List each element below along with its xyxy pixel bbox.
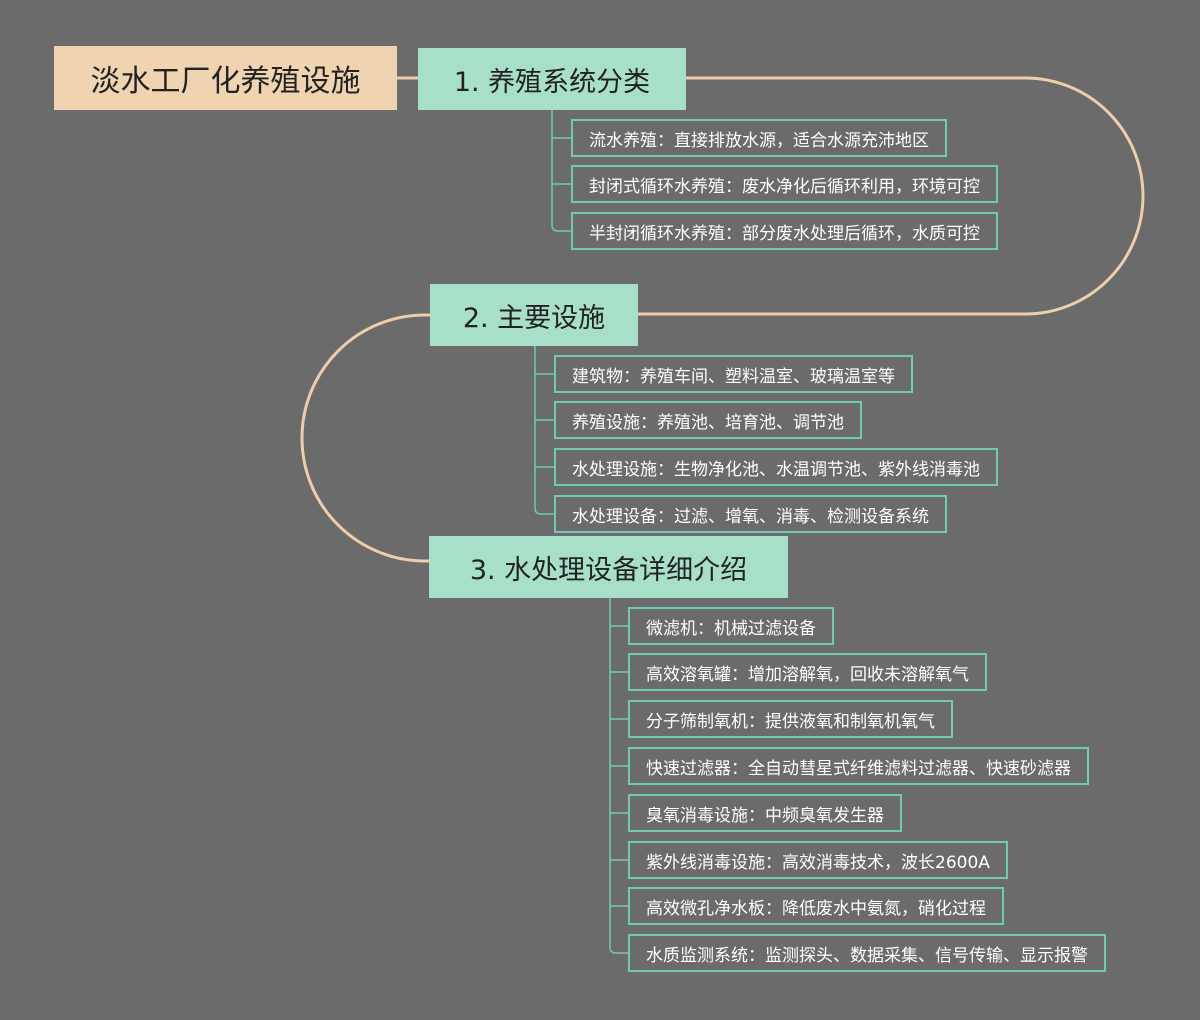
branch-2-item-2[interactable]: 养殖设施：养殖池、培育池、调节池 (554, 401, 862, 439)
branch-3-topic[interactable]: 3. 水处理设备详细介绍 (429, 536, 788, 598)
branch-1-item-1[interactable]: 流水养殖：直接排放水源，适合水源充沛地区 (571, 119, 947, 157)
branch-1-item-3[interactable]: 半封闭循环水养殖：部分废水处理后循环，水质可控 (571, 212, 998, 250)
branch-3-item-1[interactable]: 微滤机：机械过滤设备 (628, 607, 834, 645)
curve-connector-2-3 (300, 313, 430, 563)
branch-3-item-4[interactable]: 快速过滤器：全自动彗星式纤维滤料过滤器、快速砂滤器 (628, 747, 1089, 785)
branch-2-tree-lines (534, 346, 554, 515)
branch-1-tree-lines (551, 109, 571, 232)
branch-3-item-7[interactable]: 高效微孔净水板：降低废水中氨氮，硝化过程 (628, 887, 1004, 925)
branch-2-topic[interactable]: 2. 主要设施 (430, 284, 638, 346)
branch-3-item-3[interactable]: 分子筛制氧机：提供液氧和制氧机氧气 (628, 700, 953, 738)
branch-2-item-1[interactable]: 建筑物：养殖车间、塑料温室、玻璃温室等 (554, 355, 913, 393)
branch-1-item-2[interactable]: 封闭式循环水养殖：废水净化后循环利用，环境可控 (571, 165, 998, 203)
branch-1-topic[interactable]: 1. 养殖系统分类 (418, 48, 686, 110)
curve-connector-1-2 (638, 76, 1145, 316)
branch-3-item-6[interactable]: 紫外线消毒设施：高效消毒技术，波长2600A (628, 841, 1008, 879)
branch-3-tree-lines (609, 598, 628, 954)
branch-2-item-3[interactable]: 水处理设施：生物净化池、水温调节池、紫外线消毒池 (554, 448, 998, 486)
branch-3-item-8[interactable]: 水质监测系统：监测探头、数据采集、信号传输、显示报警 (628, 934, 1106, 972)
branch-2-item-4[interactable]: 水处理设备：过滤、增氧、消毒、检测设备系统 (554, 495, 947, 533)
branch-3-item-5[interactable]: 臭氧消毒设施：中频臭氧发生器 (628, 794, 902, 832)
root-topic[interactable]: 淡水工厂化养殖设施 (54, 46, 397, 110)
branch-3-item-2[interactable]: 高效溶氧罐：增加溶解氧，回收未溶解氧气 (628, 653, 987, 691)
